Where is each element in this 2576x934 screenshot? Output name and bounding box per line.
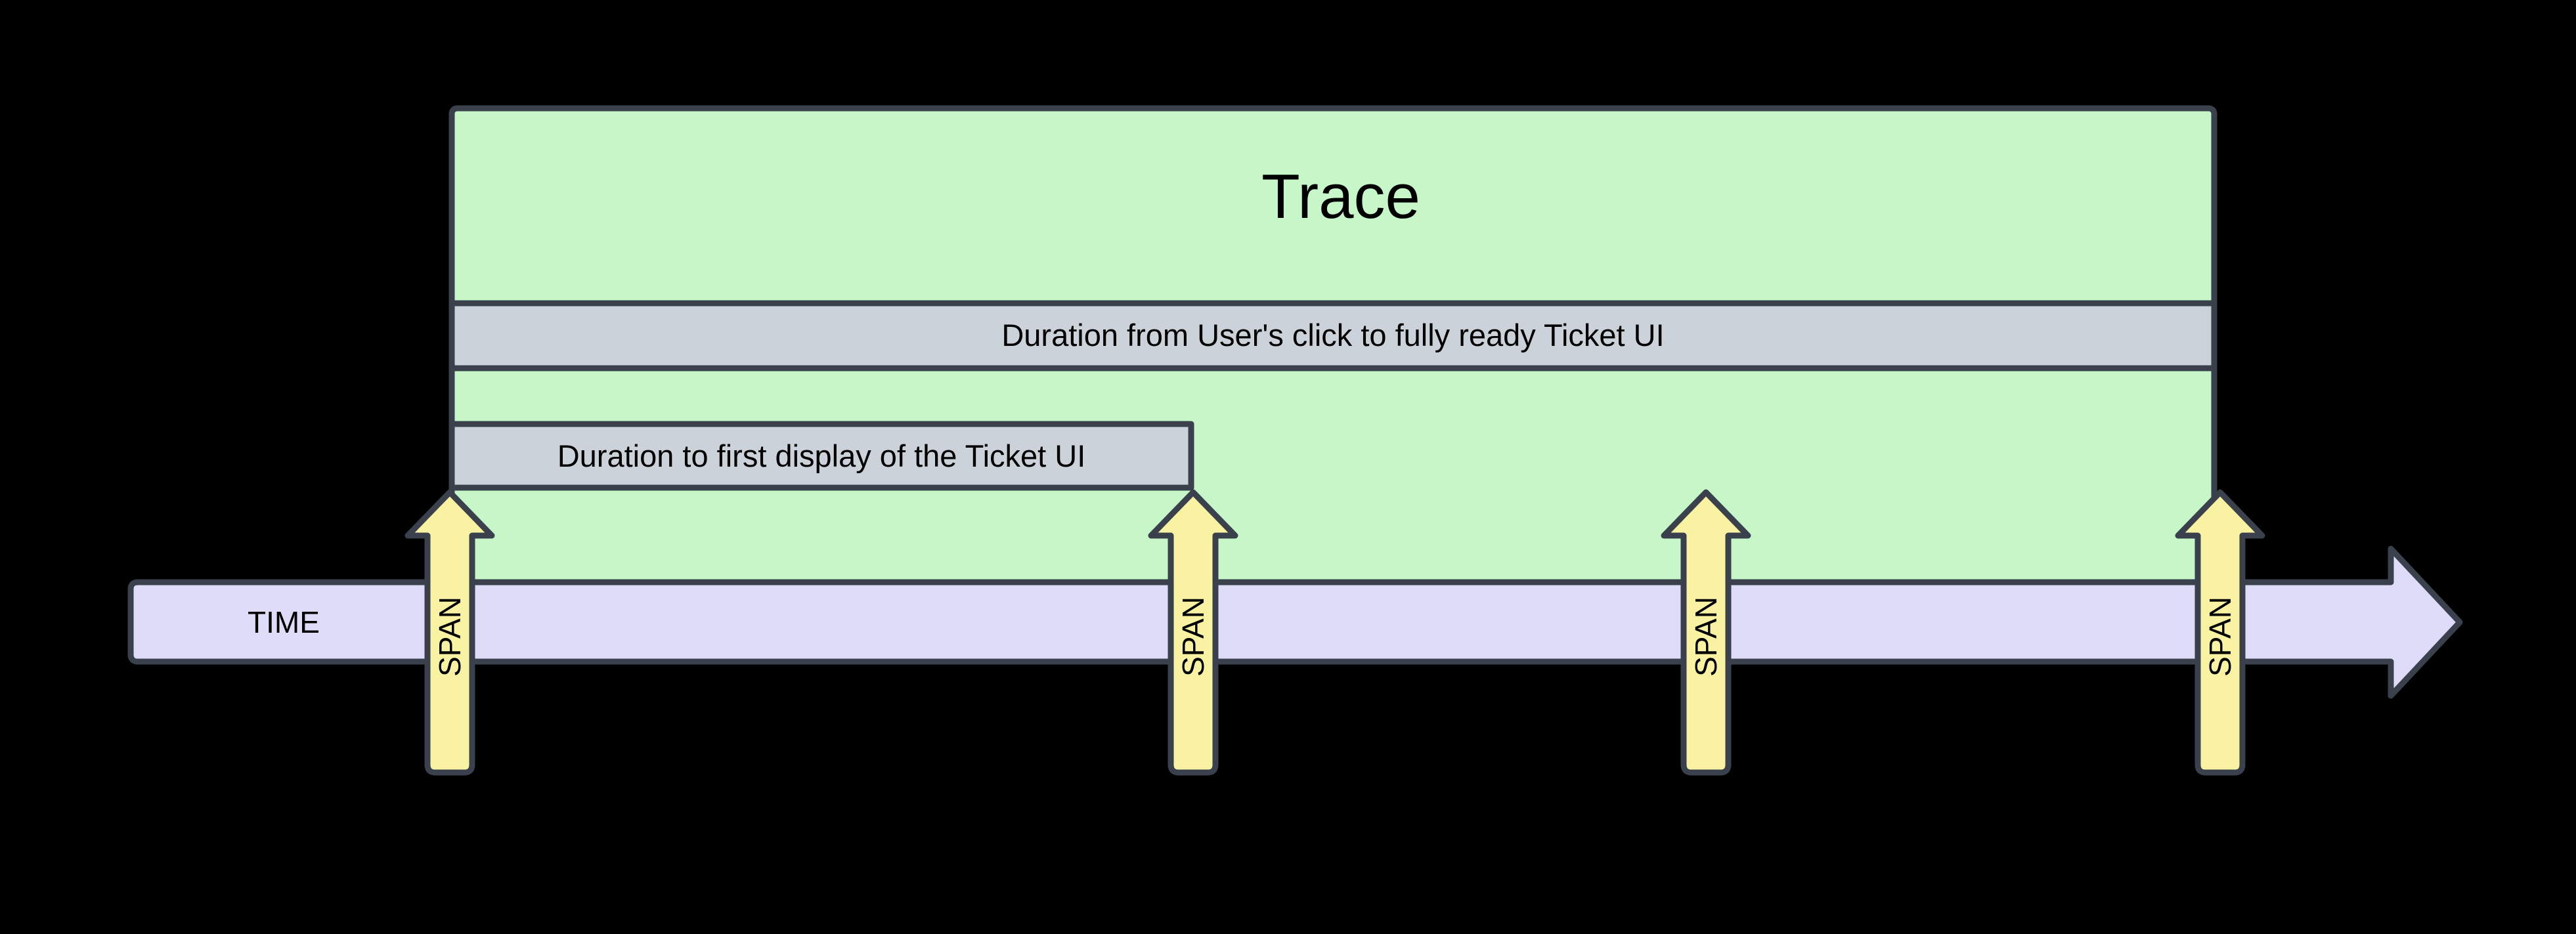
span-label-2: SPAN bbox=[1176, 597, 1210, 677]
span-label-1: SPAN bbox=[433, 597, 467, 677]
duration-full-bar bbox=[448, 300, 2217, 371]
span-arrow-3 bbox=[1661, 489, 1751, 776]
duration-full-label: Duration from User's click to fully read… bbox=[1001, 318, 1664, 352]
trace-title: Trace bbox=[1261, 161, 1420, 232]
time-label: TIME bbox=[248, 605, 320, 639]
span-arrow-2 bbox=[1148, 489, 1238, 776]
duration-first-bar bbox=[448, 421, 1194, 491]
span-label-3: SPAN bbox=[1689, 597, 1723, 677]
span-label-4: SPAN bbox=[2203, 597, 2237, 677]
duration-first-label: Duration to first display of the Ticket … bbox=[557, 438, 1086, 473]
span-arrow-4 bbox=[2175, 489, 2265, 776]
time-arrow bbox=[127, 545, 2463, 699]
span-arrow-1 bbox=[404, 489, 495, 776]
